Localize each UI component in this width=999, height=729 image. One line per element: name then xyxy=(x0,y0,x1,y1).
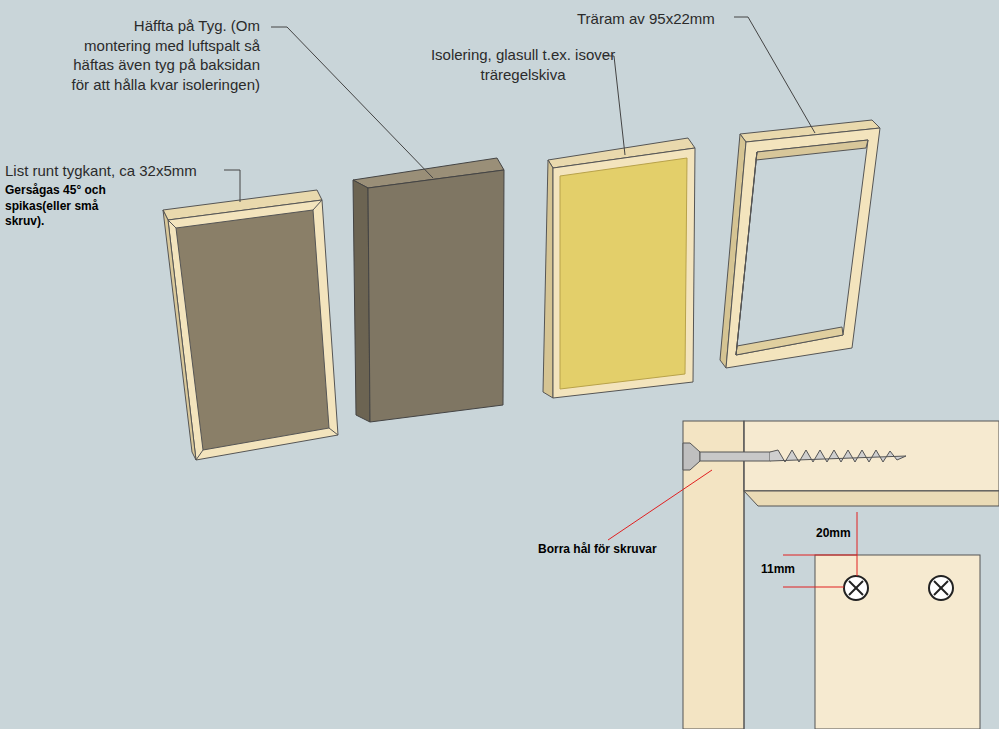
finished-panel xyxy=(163,190,338,460)
joint-detail xyxy=(683,421,999,729)
fabric-panel xyxy=(353,158,504,422)
screw-hole xyxy=(844,576,953,600)
frame-label: Träram av 95x22mm xyxy=(577,9,737,29)
drill-note: Borra hål för skruvar xyxy=(538,542,688,558)
fabric-note: Häffta på Tyg. (Om montering med luftspa… xyxy=(70,16,260,94)
mitre-note: Gersågas 45° och spikas(eller små skruv)… xyxy=(5,183,117,230)
insulation-label: Isolering, glasull t.ex. isover träregel… xyxy=(428,45,618,84)
list-label: List runt tygkant, ca 32x5mm xyxy=(5,161,225,181)
screw xyxy=(683,443,906,470)
dimension-label: 20mm xyxy=(816,526,861,542)
dimension-label: 11mm xyxy=(761,562,806,578)
wood-frame xyxy=(720,120,880,368)
insulated-frame xyxy=(543,138,695,398)
leader-line xyxy=(224,17,815,202)
